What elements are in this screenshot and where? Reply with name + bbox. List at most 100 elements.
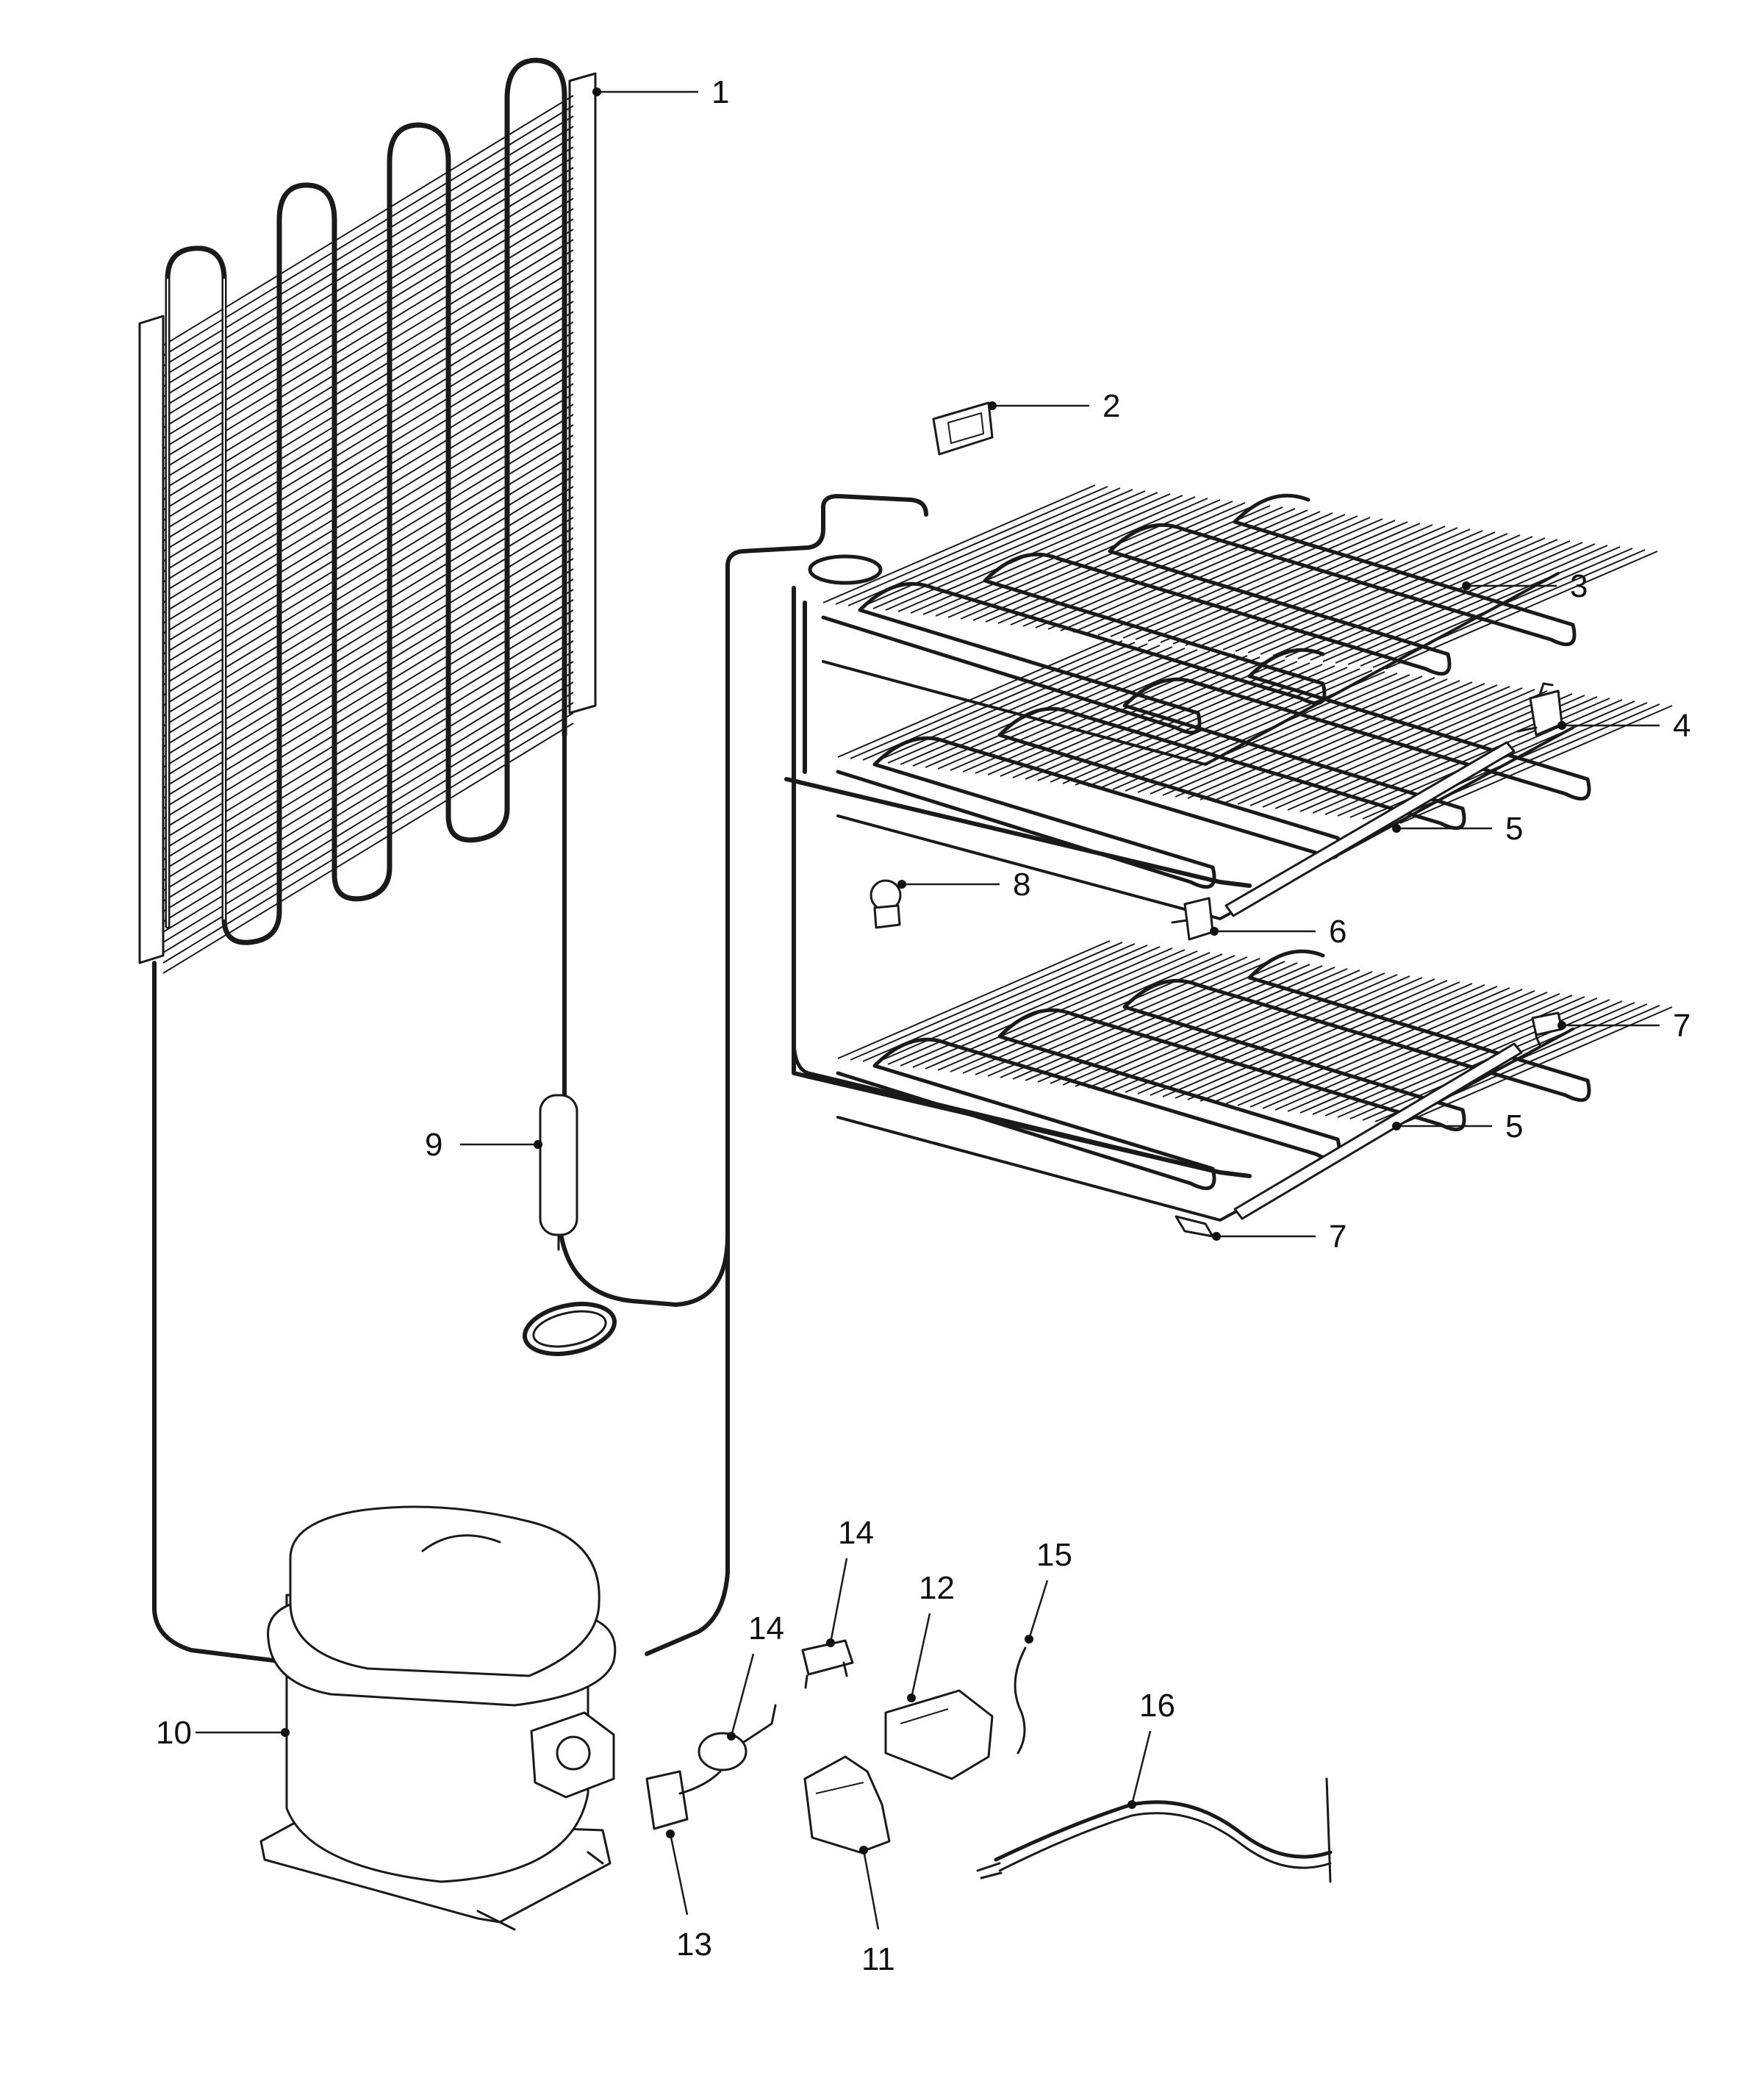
- leader-dot: [1212, 1232, 1221, 1241]
- evaporator-wire: [1247, 534, 1521, 653]
- evaporator-wire: [1147, 523, 1421, 642]
- evaporator-wire: [847, 487, 1121, 606]
- leader-dot: [1392, 824, 1401, 833]
- evaporator-wire: [822, 484, 1096, 603]
- callout-number: 2: [1102, 388, 1120, 424]
- evaporator-wire: [897, 493, 1171, 612]
- evaporator-tube: [821, 493, 1577, 735]
- evaporator-wire: [1000, 658, 1273, 777]
- evaporator-frame: [784, 554, 1252, 1178]
- evaporator-wire: [1225, 986, 1498, 1105]
- evaporator-wire: [1037, 964, 1311, 1083]
- evaporator-wire: [1262, 689, 1535, 808]
- evaporator-wire: [1225, 684, 1498, 803]
- evaporator-wire: [1337, 698, 1610, 817]
- leader-dot: [592, 87, 601, 96]
- leader-line: [1130, 1730, 1152, 1805]
- leader-dot: [907, 1694, 916, 1702]
- callout-number: 3: [1570, 568, 1588, 604]
- evaporator-wire: [1160, 524, 1433, 643]
- callout-number: 15: [1036, 1537, 1072, 1573]
- evaporator-wire: [837, 639, 1111, 758]
- evaporator-wire: [1010, 506, 1283, 626]
- evaporator-wire: [1175, 980, 1448, 1099]
- evaporator-wire: [1135, 521, 1408, 640]
- evaporator-wire: [862, 943, 1136, 1062]
- evaporator-wire: [912, 949, 1186, 1068]
- leader-dot: [727, 1732, 736, 1741]
- evaporator-wire: [885, 492, 1158, 611]
- evaporator-wire: [1112, 671, 1385, 790]
- evaporator-wire: [1272, 537, 1546, 656]
- evaporator-wire: [987, 958, 1261, 1077]
- leader-line: [862, 1849, 880, 1930]
- evaporator-wire: [887, 946, 1161, 1065]
- evaporator-wire: [1260, 536, 1533, 655]
- evaporator-wire: [1000, 959, 1273, 1078]
- leader-line: [910, 1613, 931, 1699]
- callout-number: 5: [1505, 811, 1523, 847]
- evaporator-wire: [922, 496, 1196, 615]
- evaporator-wire: [1210, 530, 1483, 649]
- evaporator-wire: [1100, 670, 1373, 789]
- leader-line: [730, 1653, 755, 1737]
- part-15-wire: [1014, 1646, 1027, 1755]
- evaporator-wire: [1050, 965, 1323, 1084]
- callout-number: 7: [1329, 1219, 1347, 1255]
- leader-dot: [859, 1846, 868, 1854]
- evaporator-wire: [1185, 527, 1458, 646]
- evaporator-wire: [875, 945, 1148, 1064]
- evaporator-wire: [1087, 970, 1360, 1089]
- evaporator-wire: [1097, 517, 1371, 636]
- upper-evaporator-wires: [821, 484, 1658, 766]
- evaporator-lower: [836, 940, 1673, 1222]
- evaporator-wire: [972, 502, 1246, 621]
- evaporator-wire: [1212, 683, 1485, 802]
- leader-line: [829, 1558, 848, 1644]
- evaporator-wire: [1187, 680, 1460, 799]
- callout-number: 8: [1013, 867, 1030, 903]
- middle-evaporator-wires: [836, 639, 1673, 920]
- part-16-power-cord: [976, 1777, 1333, 1883]
- evaporator-wire: [975, 956, 1248, 1075]
- leader-dot: [1462, 581, 1471, 590]
- evaporator-wire: [925, 950, 1198, 1069]
- evaporator-wire: [937, 651, 1211, 770]
- evaporator-wire: [962, 955, 1236, 1074]
- callout-number: 6: [1329, 914, 1347, 950]
- evaporator-wire: [1112, 972, 1385, 1092]
- evaporator-wire: [850, 942, 1123, 1061]
- part-2-bracket: [932, 401, 994, 456]
- part-13-relay: [645, 1770, 722, 1830]
- evaporator-wire: [837, 940, 1111, 1059]
- part-8-clip: [870, 879, 902, 929]
- evaporator-wire: [935, 498, 1208, 617]
- evaporator-wire: [1075, 667, 1348, 786]
- callout-number: 5: [1505, 1108, 1523, 1144]
- evaporator-middle: [836, 639, 1673, 920]
- callout-number: 10: [156, 1715, 192, 1751]
- evaporator-wire: [1125, 974, 1398, 1093]
- evaporator-wire: [1125, 673, 1398, 792]
- evaporator-wire: [1162, 978, 1435, 1097]
- leader-dot: [666, 1829, 675, 1838]
- evaporator-wire: [1310, 542, 1583, 661]
- evaporator-wire: [1150, 675, 1423, 795]
- evaporator-wire: [872, 490, 1146, 609]
- evaporator-wire: [1262, 990, 1535, 1109]
- evaporator-wire: [950, 652, 1223, 771]
- evaporator-wire: [962, 653, 1236, 773]
- leader-line: [669, 1833, 689, 1915]
- evaporator-wire: [1322, 543, 1596, 662]
- evaporator-wire: [1335, 545, 1608, 664]
- condenser: [138, 57, 597, 974]
- leader-dot: [1557, 721, 1566, 730]
- evaporator-wire: [997, 505, 1271, 624]
- evaporator-wire: [1062, 665, 1335, 784]
- callout-number: 1: [711, 74, 729, 110]
- evaporator-wire: [1297, 540, 1571, 659]
- evaporator-wire: [1012, 961, 1286, 1080]
- evaporator-wire: [1235, 533, 1508, 652]
- evaporator-wire: [975, 655, 1248, 774]
